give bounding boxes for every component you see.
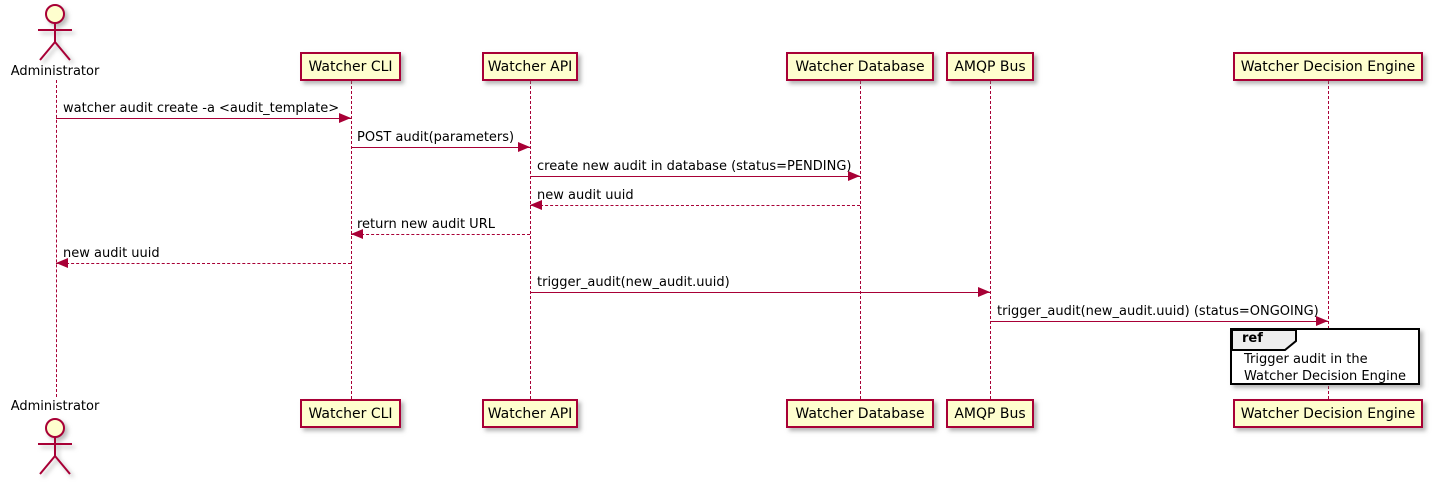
participant-top-amqp-bus: AMQP Bus	[946, 52, 1034, 81]
ref-fragment: ref Trigger audit in the Watcher Decisio…	[1230, 328, 1420, 385]
lifeline-amqp-bus	[990, 81, 991, 399]
message-8-label: trigger_audit(new_audit.uuid) (status=ON…	[997, 304, 1319, 319]
participant-top-watcher-api: Watcher API	[482, 52, 578, 81]
participant-bottom-amqp-bus: AMQP Bus	[946, 399, 1034, 428]
participant-bottom-watcher-api: Watcher API	[482, 399, 578, 428]
message-8-line	[990, 321, 1328, 322]
ref-text-line1: Trigger audit in the	[1244, 352, 1368, 367]
message-6-line	[56, 263, 351, 264]
participant-bottom-watcher-decision-engine: Watcher Decision Engine	[1233, 399, 1423, 428]
actor-icon	[38, 418, 72, 475]
lifeline-watcher-cli	[351, 81, 352, 399]
message-7-line	[530, 292, 990, 293]
message-2-label: POST audit(parameters)	[357, 130, 515, 145]
message-1-arrowhead	[339, 113, 351, 123]
message-7-label: trigger_audit(new_audit.uuid)	[537, 275, 730, 290]
ref-header-pentagon-icon	[1231, 329, 1297, 351]
message-8-arrowhead	[1316, 316, 1328, 326]
message-5-arrowhead	[351, 229, 363, 239]
message-2-arrowhead	[518, 142, 530, 152]
message-6-arrowhead	[56, 258, 68, 268]
actor-icon	[38, 4, 72, 61]
message-1-line	[56, 118, 351, 119]
message-5-line	[351, 234, 530, 235]
lifeline-administrator	[56, 80, 57, 397]
message-4-arrowhead	[530, 200, 542, 210]
message-7-arrowhead	[978, 287, 990, 297]
message-4-line	[530, 205, 860, 206]
participant-top-watcher-decision-engine: Watcher Decision Engine	[1233, 52, 1423, 81]
message-2-line	[351, 147, 530, 148]
message-3-arrowhead	[848, 171, 860, 181]
lifeline-watcher-decision-engine	[1328, 81, 1329, 399]
message-6-label: new audit uuid	[63, 246, 160, 261]
lifeline-watcher-api	[530, 81, 531, 399]
ref-keyword: ref	[1242, 331, 1263, 346]
message-3-label: create new audit in database (status=PEN…	[537, 159, 852, 174]
message-5-label: return new audit URL	[357, 217, 495, 232]
message-4-label: new audit uuid	[537, 188, 634, 203]
message-3-line	[530, 176, 860, 177]
participant-bottom-watcher-database: Watcher Database	[786, 399, 934, 428]
participant-bottom-watcher-cli: Watcher CLI	[300, 399, 401, 428]
message-1-label: watcher audit create -a <audit_template>	[63, 101, 340, 116]
actor-label-top: Administrator	[10, 64, 100, 79]
actor-label-bottom: Administrator	[10, 399, 100, 414]
participant-top-watcher-database: Watcher Database	[786, 52, 934, 81]
ref-text-line2: Watcher Decision Engine	[1244, 369, 1406, 384]
participant-top-watcher-cli: Watcher CLI	[300, 52, 401, 81]
lifeline-watcher-database	[860, 81, 861, 399]
